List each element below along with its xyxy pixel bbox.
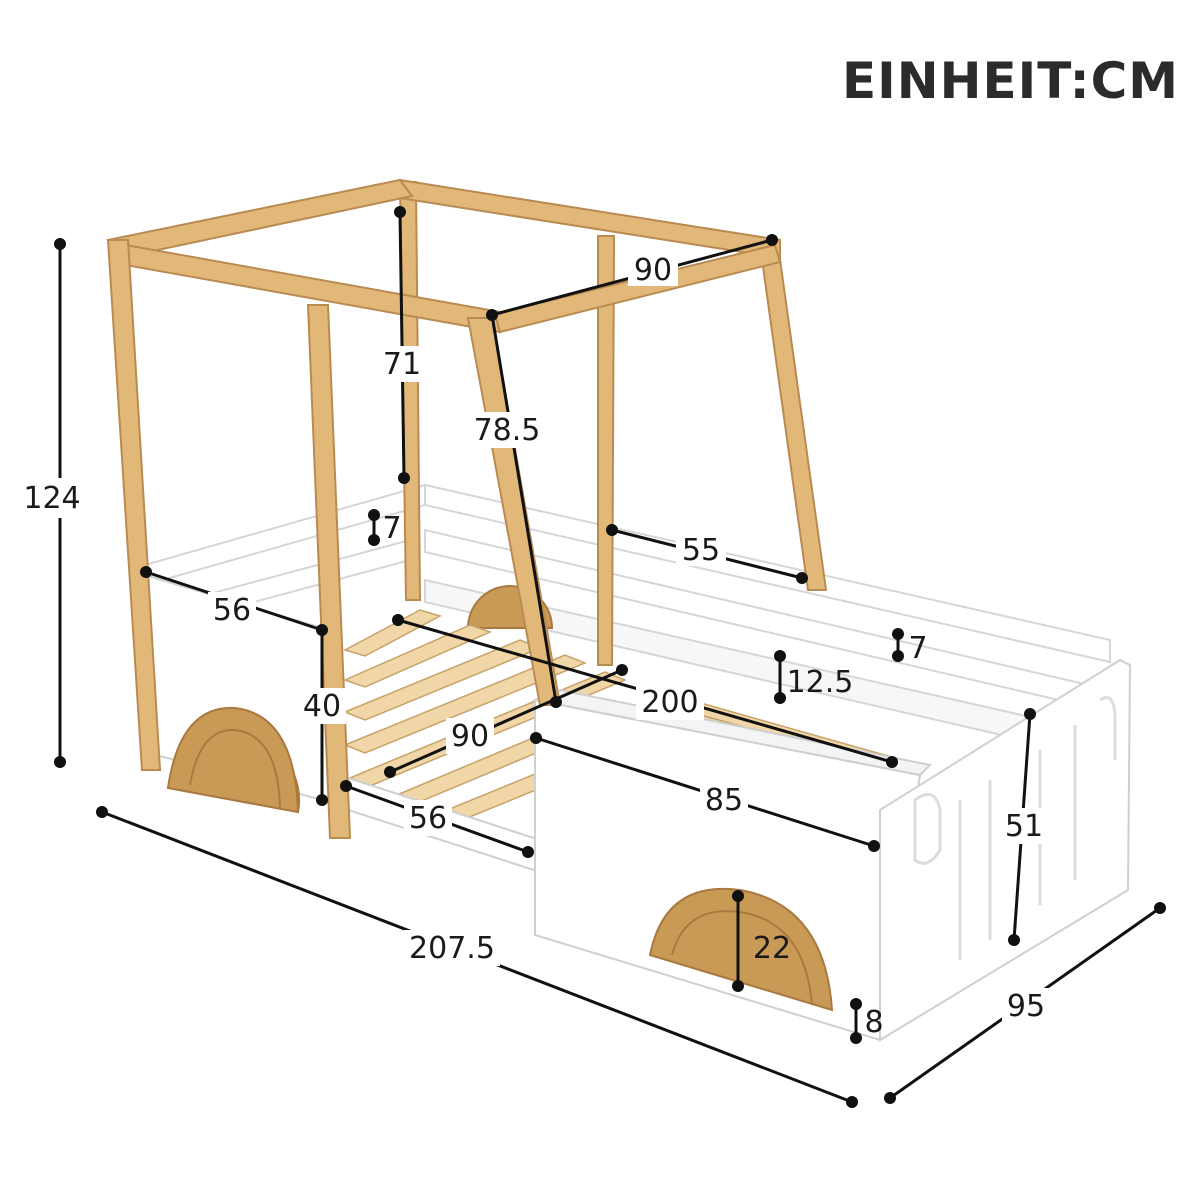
- beam-top-right: [493, 243, 782, 334]
- label-rail-span: 55: [682, 533, 720, 568]
- label-mattress-length: 200: [641, 685, 698, 720]
- beam-top-back: [399, 178, 781, 260]
- post-rear-slant: [758, 244, 828, 591]
- footboard-panel: [879, 658, 1132, 1042]
- dim-line-mattress-width: [389, 668, 623, 774]
- label-wheel-height: 22: [753, 931, 791, 966]
- label-ground: 8: [864, 1005, 883, 1040]
- label-mattress-width: 90: [451, 719, 489, 754]
- dimension-labels: 124 90 71 78.5 7 55 56 40 7 12.5 200 90 …: [23, 253, 1045, 1040]
- label-canopy-depth: 90: [634, 253, 672, 288]
- beam-top-left: [106, 178, 414, 260]
- post-front-left: [106, 239, 162, 771]
- label-post-height: 71: [383, 347, 421, 382]
- label-overall-length: 207.5: [409, 931, 495, 966]
- headboard-wheel-inner: [189, 728, 281, 809]
- label-rail-height: 12.5: [787, 665, 854, 700]
- label-rail-gap-left: 7: [382, 511, 401, 546]
- label-overall-width: 95: [1007, 989, 1045, 1024]
- post-back-right: [597, 235, 616, 666]
- label-front-panel: 56: [409, 801, 447, 836]
- label-footboard-height: 51: [1005, 809, 1043, 844]
- dim-line-post-height: [398, 211, 406, 479]
- label-backgrounds: [20, 252, 1050, 1024]
- unit-label: EINHEIT:CM: [842, 52, 1180, 110]
- label-total-height: 124: [23, 481, 80, 516]
- label-headboard-width: 56: [213, 593, 251, 628]
- dim-line-slant-post: [490, 314, 558, 703]
- bed-body: [144, 483, 1132, 1042]
- front-wheel-inner: [671, 910, 813, 1006]
- headboard-wheel-fill: [166, 706, 300, 814]
- label-headboard-height: 40: [303, 689, 341, 724]
- label-side-panel: 85: [705, 783, 743, 818]
- label-slant-post: 78.5: [474, 413, 541, 448]
- label-rail-gap-right: 7: [908, 631, 927, 666]
- dimension-dots: [54, 206, 1166, 1108]
